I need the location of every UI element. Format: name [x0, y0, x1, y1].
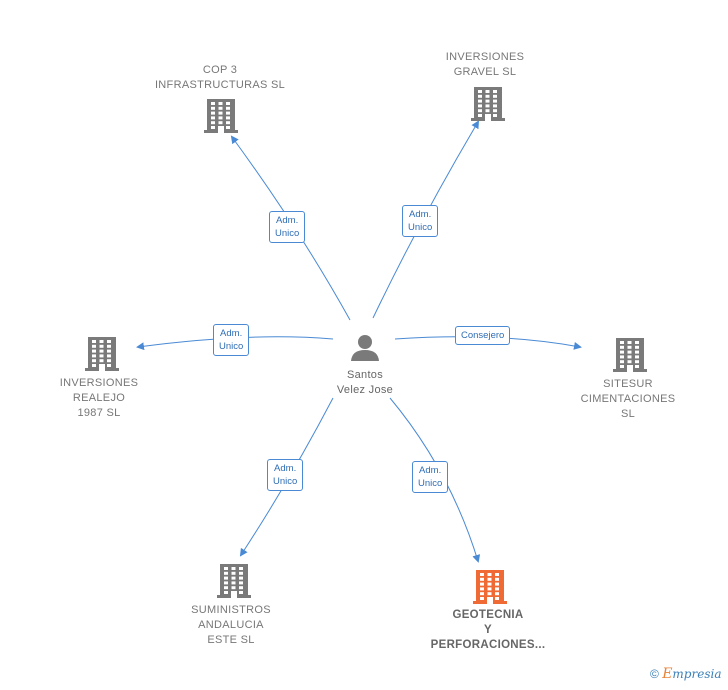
building-icon [471, 87, 505, 121]
company-suministros-name[interactable]: SUMINISTROS ANDALUCIA ESTE SL [191, 604, 271, 646]
relation-badge-realejo: Adm. Unico [213, 324, 250, 356]
relation-badge-geotecnia: Adm. Unico [412, 461, 449, 493]
relation-badge-sitesur: Consejero [455, 326, 511, 345]
brand-logo[interactable]: © Empresia [650, 666, 721, 682]
brand-name: mpresia [672, 667, 722, 681]
company-gravel-name[interactable]: INVERSIONES GRAVEL SL [445, 51, 525, 78]
relation-badge-cop3: Adm. Unico [269, 211, 306, 243]
building-icon [613, 338, 647, 372]
company-cop3-name[interactable]: COP 3 INFRASTRUCTURAS SL [154, 64, 286, 91]
copyright-icon: © [650, 667, 659, 681]
relation-badge-gravel: Adm. Unico [402, 205, 439, 237]
building-icon [217, 564, 251, 598]
relation-badge-suministros: Adm. Unico [267, 459, 304, 491]
company-realejo-name[interactable]: INVERSIONES REALEJO 1987 SL [59, 377, 139, 419]
company-geotecnia-name[interactable]: GEOTECNIA Y PERFORACIONES... [430, 609, 546, 651]
person-icon [351, 335, 379, 361]
building-icon [473, 570, 507, 604]
building-icon [85, 337, 119, 371]
brand-initial: E [662, 666, 673, 682]
company-sitesur-name[interactable]: SITESUR CIMENTACIONES SL [580, 378, 676, 420]
building-icon [204, 99, 238, 133]
center-person-name[interactable]: Santos Velez Jose [336, 369, 394, 396]
